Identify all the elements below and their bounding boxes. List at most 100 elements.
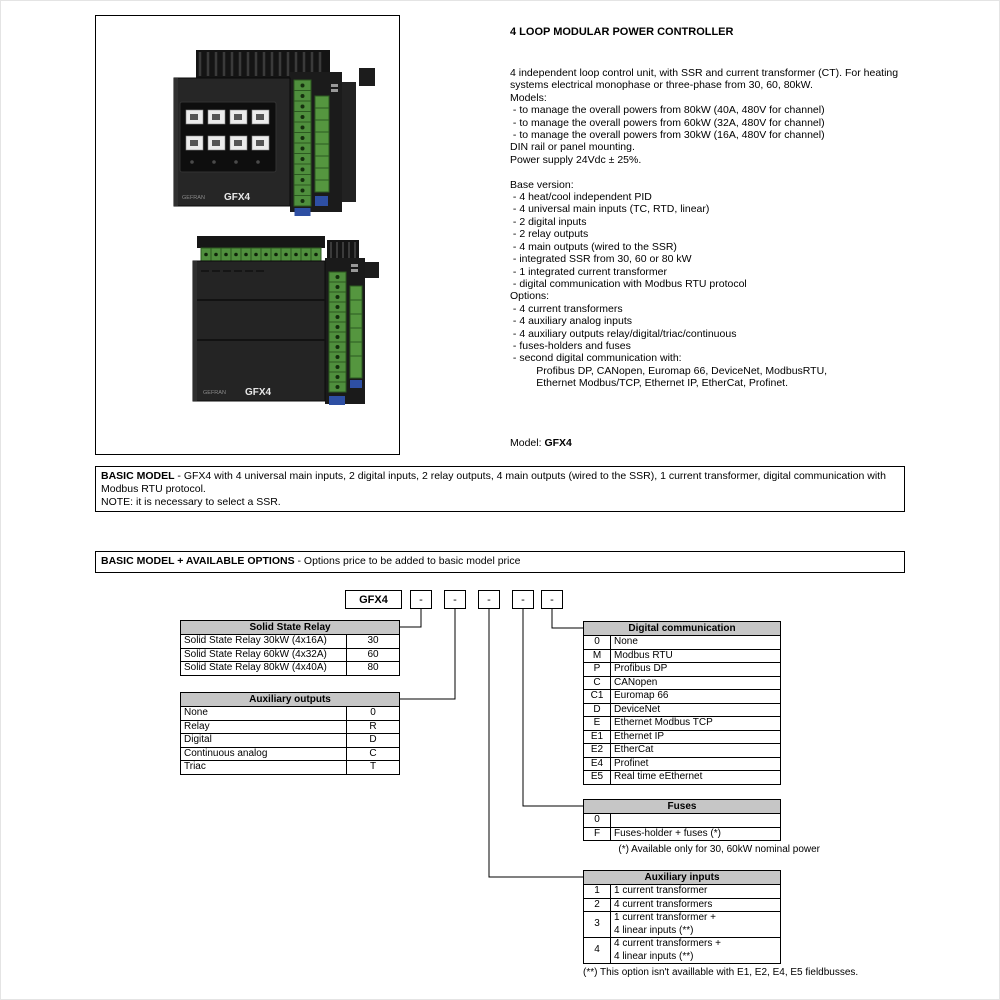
option-code: D [583,702,611,717]
option-label: CANopen [609,675,782,690]
option-code: F [583,826,611,841]
option-label: Real time eEthernet [609,770,782,785]
table-row: Solid State Relay 80kW (4x40A) 80 [180,661,401,676]
basic-model-text: - GFX4 with 4 universal main inputs, 2 d… [101,470,886,495]
option-code: P [583,662,611,677]
table-row: E4 Profinet [583,756,782,771]
table-row: C CANopen [583,675,782,690]
basic-model-note: NOTE: it is necessary to select a SSR. [101,496,281,508]
model-line: Model: GFX4 [510,437,572,449]
option-label: Solid State Relay 80kW (4x40A) [180,661,347,676]
table-row: Continuous analog C [180,746,400,761]
table-row: 0 [583,813,781,828]
table-row: E1 Ethernet IP [583,729,782,744]
option-code: C1 [583,689,611,704]
option-code: E2 [583,743,611,758]
device-brand-label: GEFRAN [203,390,226,396]
table-title: Solid State Relay [179,620,401,635]
option-label: Profinet [609,756,782,771]
ordering-code-slot-ssr: - [410,590,432,609]
fuses-note: (*) Available only for 30, 60kW nominal … [618,844,820,855]
option-code: E [583,716,611,731]
table-row: Triac T [180,760,400,775]
product-description: 4 independent loop control unit, with SS… [510,67,899,390]
option-label: Relay [180,719,347,734]
option-label: 1 current transformer [609,884,782,899]
option-code: 0 [583,813,611,828]
table-row: Solid State Relay 60kW (4x32A) 60 [180,647,401,662]
product-photo-frame: GEFRAN GFX4 [95,15,400,455]
table-row: E Ethernet Modbus TCP [583,716,782,731]
option-code: 60 [345,647,401,662]
table-row: 0 None [583,635,782,650]
gfx4-product-photo-front: GEFRAN GFX4 [173,50,375,216]
option-label: Continuous analog [180,746,347,761]
auxiliary-outputs-table: Auxiliary outputs None 0 Relay R Digital [180,692,400,775]
option-label: 4 current transformers + 4 linear inputs… [609,937,782,964]
option-label: Triac [180,760,347,775]
table-title: Auxiliary outputs [180,692,400,707]
option-code: E5 [583,770,611,785]
ordering-code-model-box: GFX4 [345,590,402,609]
option-code: M [583,648,611,663]
option-label: EtherCat [609,743,782,758]
option-label: None [609,635,782,650]
digital-communication-table: Digital communication 0 None M Modbus RT… [582,621,782,785]
table-row: None 0 [180,706,400,721]
option-label: Solid State Relay 30kW (4x16A) [180,634,347,649]
option-code: C [346,746,400,761]
model-value: GFX4 [544,437,572,449]
option-label: Profibus DP [609,662,782,677]
option-label: 4 current transformers [609,897,782,912]
option-label: None [180,706,347,721]
device-brand-label: GEFRAN [182,195,205,201]
option-label: 1 current transformer + 4 linear inputs … [609,911,782,938]
option-code: 3 [583,911,611,938]
option-label: Euromap 66 [609,689,782,704]
table-row: 1 1 current transformer [583,884,782,899]
table-row: P Profibus DP [583,662,782,677]
table-row: Solid State Relay 30kW (4x16A) 30 [180,634,401,649]
option-label: Fuses-holder + fuses (*) [610,826,781,841]
available-options-box: BASIC MODEL + AVAILABLE OPTIONS - Option… [95,551,905,573]
device-model-label: GFX4 [245,387,272,398]
model-label: Model: [510,437,542,449]
option-code: C [583,675,611,690]
ordering-code-slot-aux-inputs: - [478,590,500,609]
table-row: 4 4 current transformers + 4 linear inpu… [583,937,782,964]
product-description-column: 4 LOOP MODULAR POWER CONTROLLER 4 indepe… [510,26,925,390]
fuses-table: Fuses 0 F Fuses-holder + fuses (*) (*) A… [583,799,820,856]
option-label [610,813,781,828]
table-row: Relay R [180,719,400,734]
table-row: E2 EtherCat [583,743,782,758]
device-model-label: GFX4 [224,192,251,203]
option-label: Solid State Relay 60kW (4x32A) [180,647,347,662]
option-code: 0 [583,635,611,650]
option-code: 80 [345,661,401,676]
table-row: C1 Euromap 66 [583,689,782,704]
option-code: T [346,760,400,775]
basic-model-heading: BASIC MODEL [101,470,175,482]
ordering-code-slot-aux-outputs: - [444,590,466,609]
page-title: 4 LOOP MODULAR POWER CONTROLLER [510,26,734,38]
option-label: Digital [180,733,347,748]
option-code: 0 [346,706,400,721]
option-code: 2 [583,897,611,912]
table-title: Auxiliary inputs [582,870,782,885]
table-row: Digital D [180,733,400,748]
ordering-code-slot-digital-communication: - [541,590,563,609]
table-row: 3 1 current transformer + 4 linear input… [583,911,782,938]
basic-model-box: BASIC MODEL - GFX4 with 4 universal main… [95,466,905,512]
table-row: D DeviceNet [583,702,782,717]
option-code: D [346,733,400,748]
option-label: Ethernet Modbus TCP [609,716,782,731]
table-row: E5 Real time eEthernet [583,770,782,785]
option-code: R [346,719,400,734]
option-label: DeviceNet [609,702,782,717]
option-code: 1 [583,884,611,899]
option-label: Ethernet IP [609,729,782,744]
option-code: 30 [345,634,401,649]
ordering-code-slot-fuses: - [512,590,534,609]
solid-state-relay-table: Solid State Relay Solid State Relay 30kW… [179,620,401,676]
